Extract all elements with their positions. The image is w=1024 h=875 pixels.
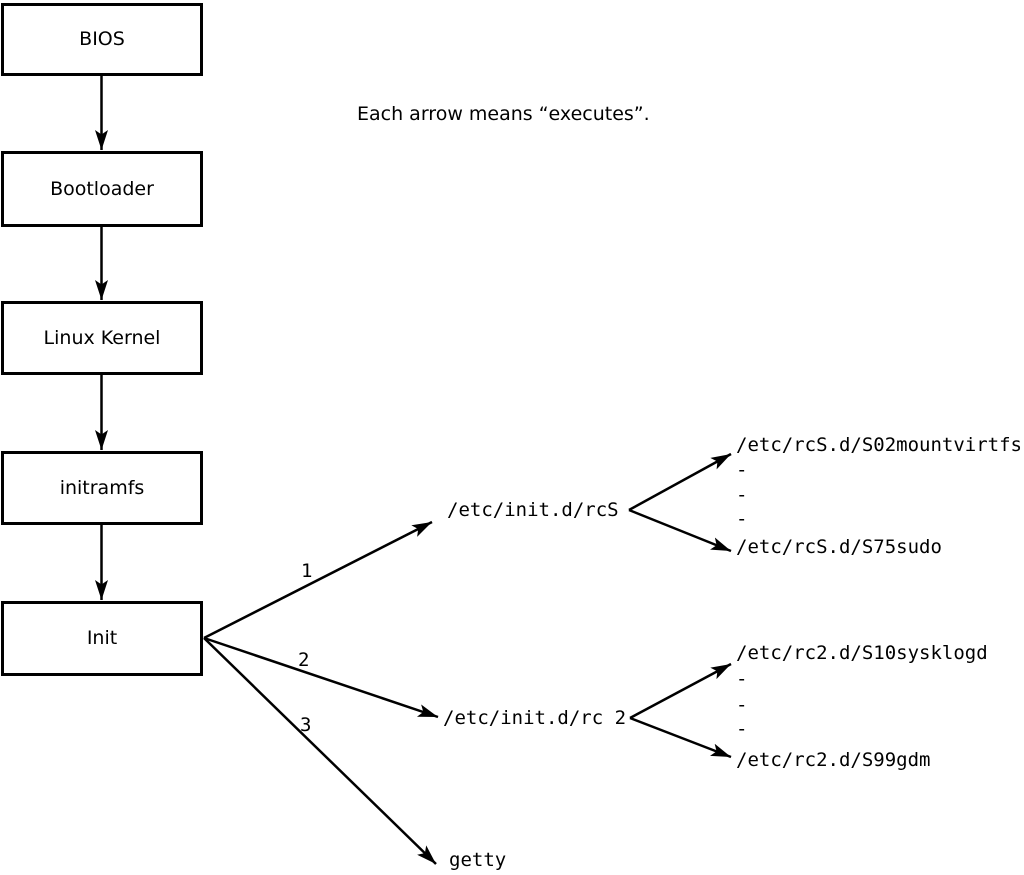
node-s99gdm: /etc/rc2.d/S99gdm (736, 749, 931, 771)
node-rcs: /etc/init.d/rcS (447, 499, 619, 521)
arrow-rcs-to-s02mountvirtfs (628, 452, 732, 512)
rc2-dash-1: - (736, 668, 748, 690)
branch-label-2: 2 (298, 649, 310, 671)
node-getty: getty (449, 849, 507, 871)
branch-label-3: 3 (300, 714, 312, 736)
box-bios-label: BIOS (79, 28, 125, 50)
arrow-rc2-to-s99gdm (629, 716, 732, 759)
node-s10sysklogd: /etc/rc2.d/S10sysklogd (736, 642, 988, 664)
arrow-rc2-to-s10sysklogd (629, 662, 732, 720)
rcs-dash-3: - (736, 508, 748, 530)
arrow-init-to-rc2 (203, 636, 439, 719)
node-s75sudo: /etc/rcS.d/S75sudo (736, 536, 942, 558)
box-bootloader-label: Bootloader (50, 177, 154, 200)
legend-note: Each arrow means “executes”. (357, 103, 650, 125)
box-linux-kernel-label: Linux Kernel (43, 326, 161, 349)
rc2-dash-3: - (736, 718, 748, 740)
box-initramfs-label: initramfs (59, 476, 145, 499)
node-rc2: /etc/init.d/rc 2 (443, 707, 627, 729)
box-bios: BIOS (1, 3, 203, 76)
arrow-init-to-getty (203, 637, 437, 865)
arrow-init-to-rcs (203, 520, 433, 640)
box-linux-kernel: Linux Kernel (1, 301, 203, 375)
box-init: Init (1, 601, 203, 676)
rcs-dash-2: - (736, 484, 748, 506)
arrow-rcs-to-s75sudo (628, 508, 732, 553)
branch-label-1: 1 (301, 560, 313, 582)
node-s02mountvirtfs: /etc/rcS.d/S02mountvirtfs (736, 434, 1022, 456)
box-bootloader: Bootloader (1, 151, 203, 227)
box-init-label: Init (86, 627, 118, 649)
box-initramfs: initramfs (1, 451, 203, 525)
rc2-dash-2: - (736, 694, 748, 716)
rcs-dash-1: - (736, 459, 748, 481)
